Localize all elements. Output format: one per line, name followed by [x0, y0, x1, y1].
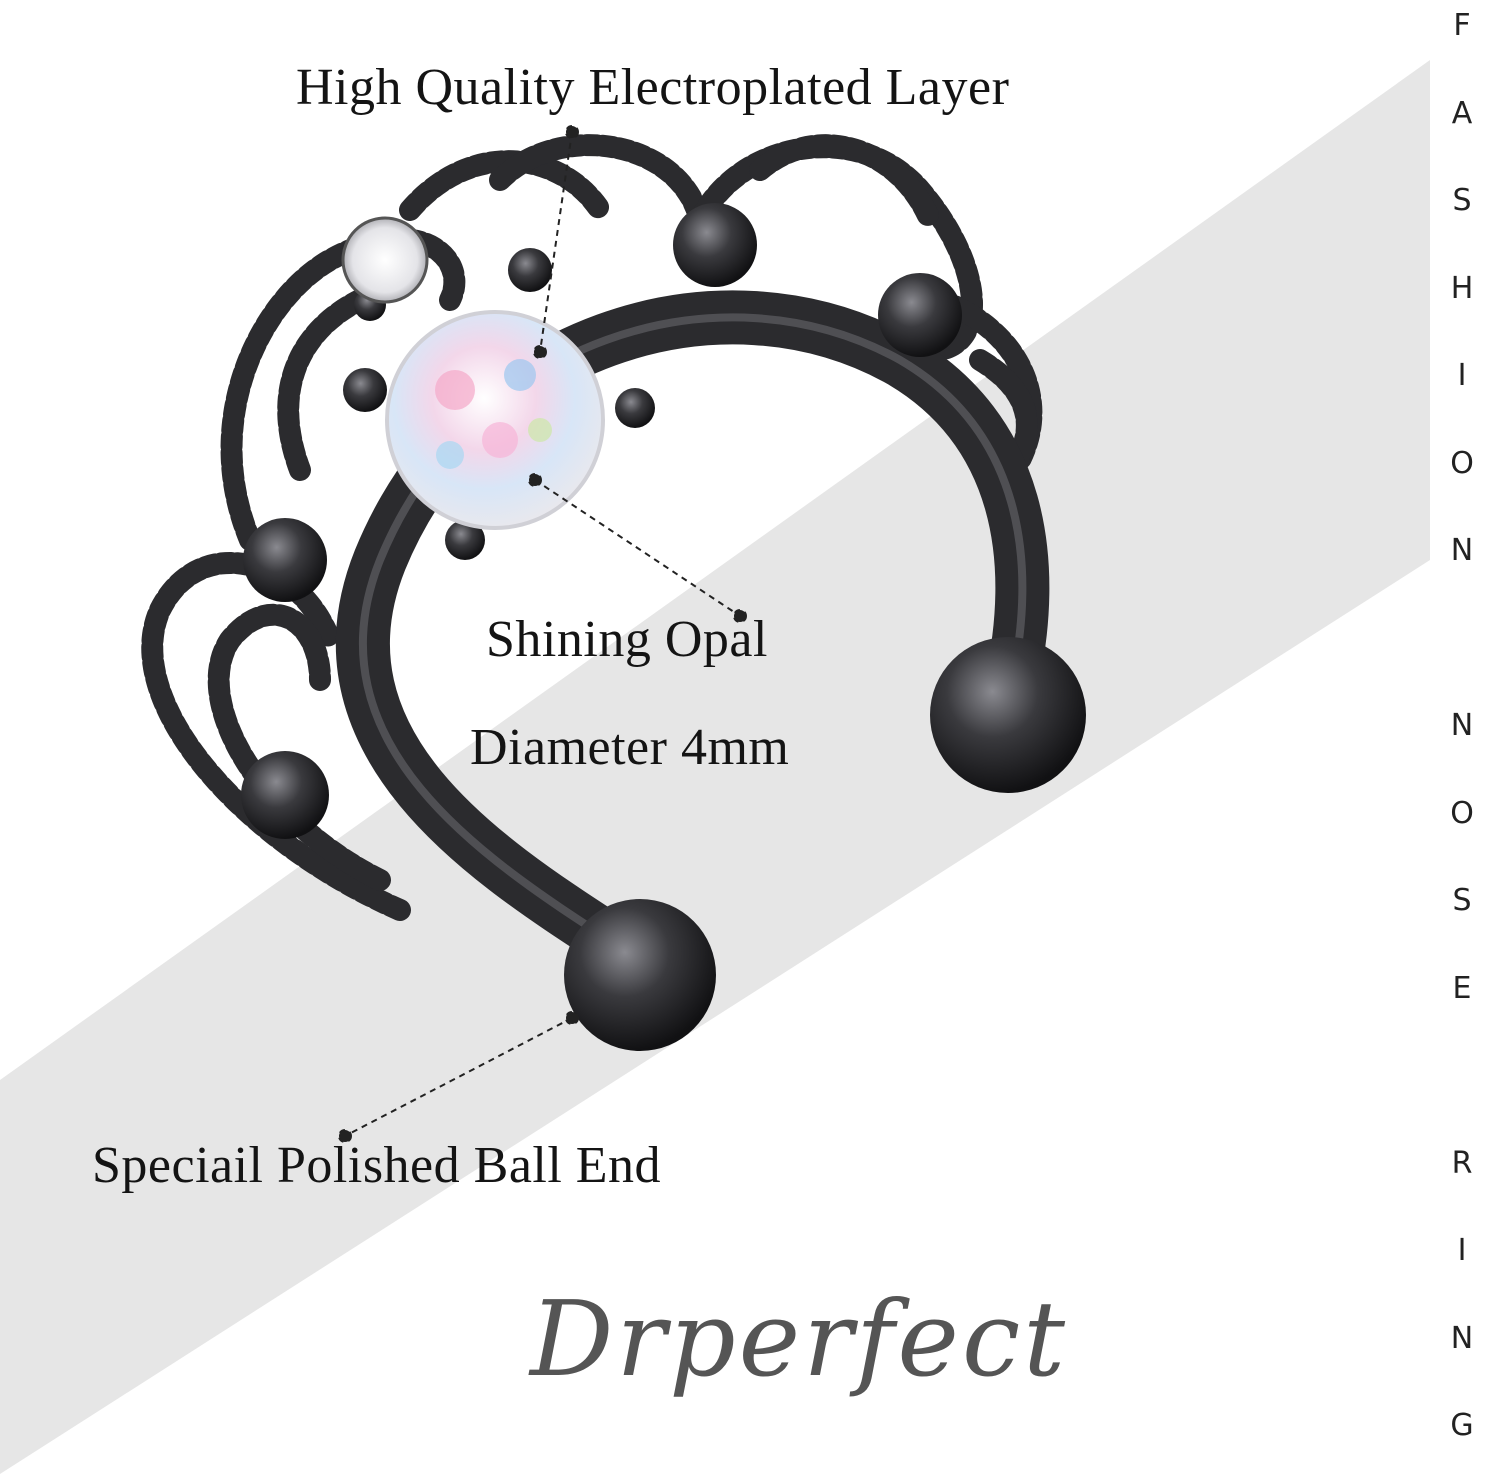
diameter-label: Diameter 4mm [470, 719, 790, 776]
vertical-caption-letter: N [1450, 1320, 1474, 1356]
ball-end-lower [564, 899, 716, 1051]
crystal-gem [341, 216, 429, 304]
shining-opal-label: Shining Opal [486, 611, 768, 668]
vertical-caption-letter: G [1450, 1408, 1474, 1443]
vertical-caption-letter: H [1450, 270, 1474, 306]
vertical-caption-letter: R [1451, 1145, 1473, 1181]
vertical-caption-letter: F [1453, 8, 1471, 43]
ball-end-label: Speciail Polished Ball End [92, 1137, 662, 1194]
leader-lines [338, 125, 747, 1143]
vertical-caption-letter: I [1457, 358, 1467, 393]
vertical-caption-letter: E [1452, 970, 1472, 1006]
vertical-caption: F A S H I O N N O S E R I N G [1440, 0, 1484, 1474]
vertical-caption-letter: N [1450, 533, 1474, 568]
vertical-caption-letter: S [1452, 883, 1472, 918]
vertical-caption-letter: S [1452, 183, 1472, 218]
vertical-caption-letter: I [1457, 1233, 1467, 1268]
vertical-caption-letter: A [1451, 95, 1473, 131]
electroplated-layer-label: High Quality Electroplated Layer [296, 59, 1010, 116]
ball-end-right [930, 637, 1086, 793]
opal-gem [385, 310, 605, 530]
vertical-caption-letter: O [1450, 795, 1474, 831]
vertical-caption-letter: O [1450, 445, 1474, 481]
brand-logo-text: Drperfect [530, 1278, 1069, 1400]
opal-fire [435, 359, 552, 469]
lace-beads [241, 203, 962, 839]
vertical-caption-letter: N [1450, 708, 1474, 743]
